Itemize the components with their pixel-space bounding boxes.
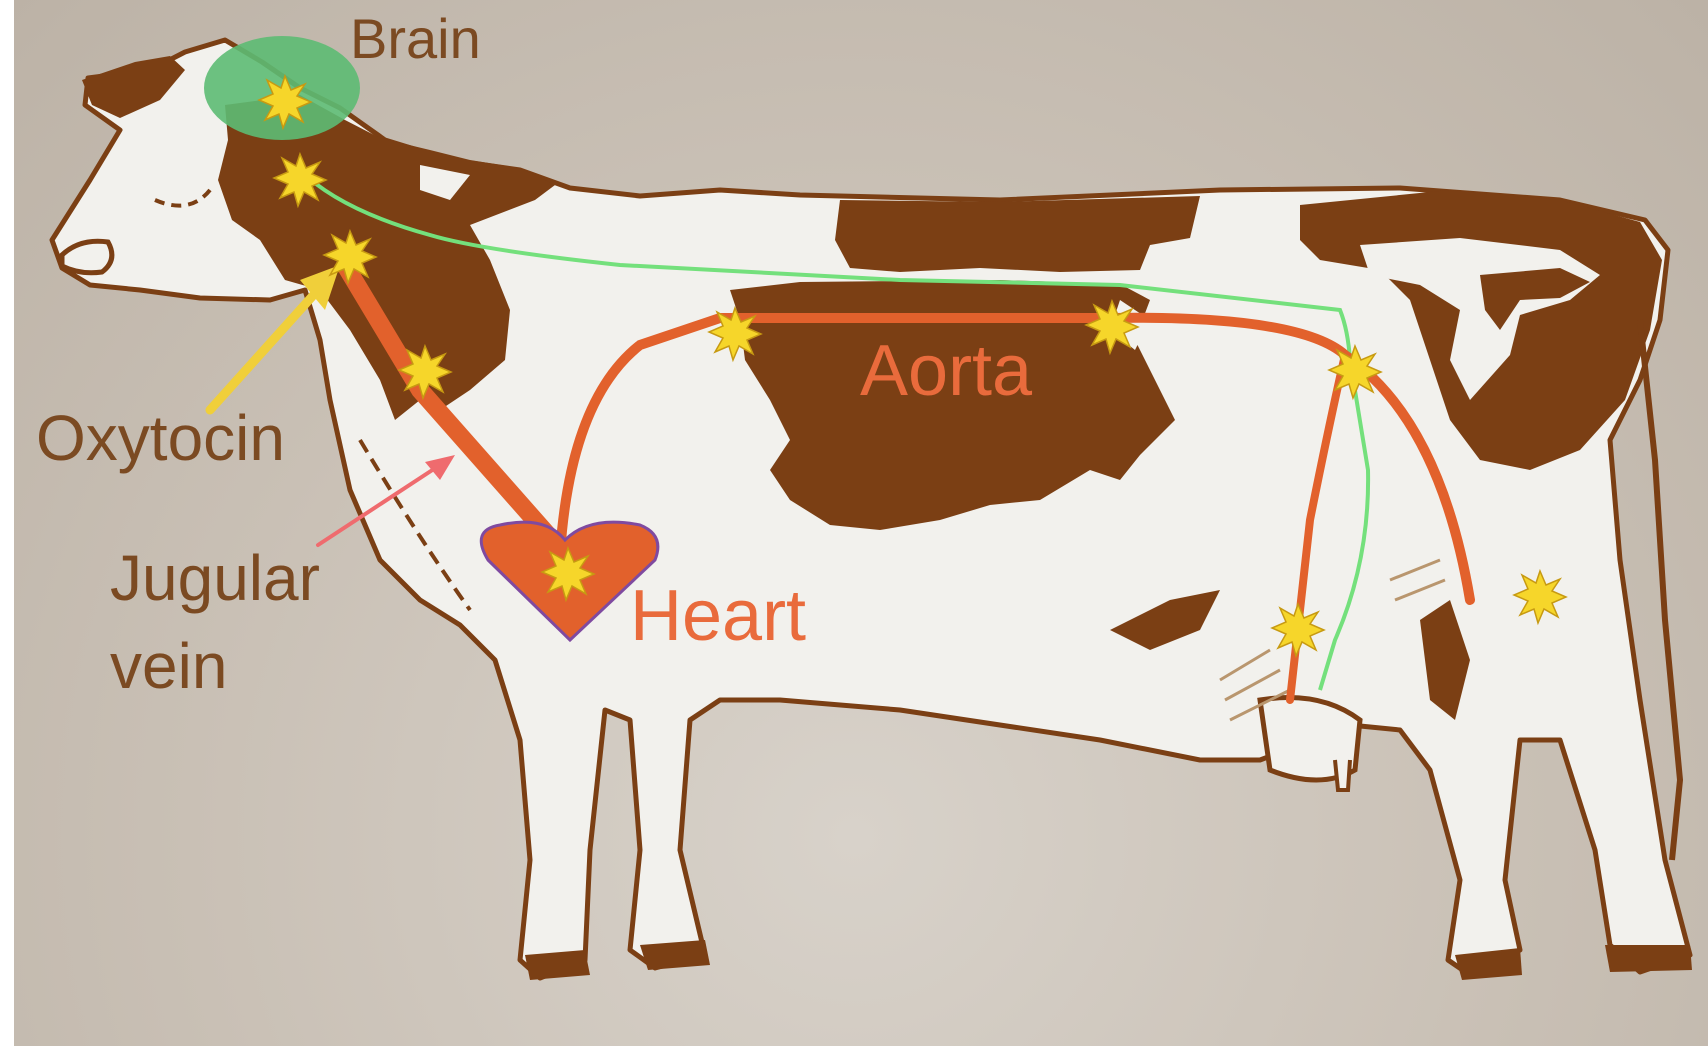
jugular-label-line2: vein	[110, 630, 227, 702]
hoof-hind-right	[1605, 945, 1692, 972]
brain-label: Brain	[350, 7, 481, 70]
teat	[1335, 760, 1350, 790]
hoof-front-left	[525, 950, 590, 980]
aorta-label: Aorta	[860, 331, 1033, 411]
hoof-front-right	[640, 940, 710, 970]
jugular-label-line1: Jugular	[110, 542, 320, 614]
oxytocin-arrow	[210, 290, 318, 410]
heart-label: Heart	[630, 576, 806, 656]
oxytocin-label: Oxytocin	[36, 402, 285, 474]
